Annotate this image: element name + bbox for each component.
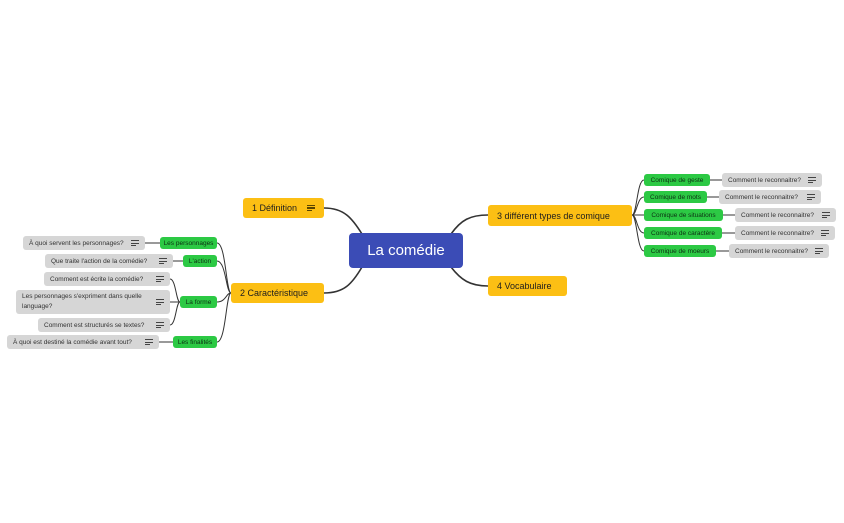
note-icon xyxy=(822,212,830,218)
note-text: Comment le reconnaitre? xyxy=(741,229,814,237)
connector xyxy=(216,260,232,294)
note-icon xyxy=(307,204,315,212)
subtopic-action[interactable]: L'action xyxy=(183,255,217,267)
note-icon xyxy=(145,339,153,345)
topic-types-comique[interactable]: 3 différent types de comique xyxy=(488,205,632,226)
topic-vocabulaire[interactable]: 4 Vocabulaire xyxy=(488,276,567,296)
subtopic-comique-situations[interactable]: Comique de situations xyxy=(644,209,723,221)
connector xyxy=(169,301,181,326)
note-text: Comment le reconnaitre? xyxy=(725,193,798,201)
note-geste[interactable]: Comment le reconnaitre? xyxy=(722,173,822,187)
note-forme-language[interactable]: Les personnages s'expriment dans quelle … xyxy=(16,290,170,314)
connector xyxy=(216,292,232,343)
note-text: Comment le reconnaitre? xyxy=(735,247,808,255)
note-situations[interactable]: Comment le reconnaitre? xyxy=(735,208,836,222)
topic-label: 2 Caractéristique xyxy=(240,288,309,298)
note-forme-structure[interactable]: Comment est structurés se textes? xyxy=(38,318,170,332)
note-text: Comment est structurés se textes? xyxy=(44,321,145,329)
note-text: Comment le reconnaitre? xyxy=(741,211,814,219)
connector xyxy=(216,242,232,294)
note-icon xyxy=(807,194,815,200)
note-text: À quoi est destiné la comédie avant tout… xyxy=(13,338,132,346)
note-caractere[interactable]: Comment le reconnaitre? xyxy=(735,226,835,240)
note-icon xyxy=(808,177,816,183)
connector xyxy=(169,278,181,303)
note-icon xyxy=(156,322,164,328)
note-icon xyxy=(131,240,139,246)
note-text: Les personnages s'expriment dans quelle … xyxy=(22,293,142,310)
subtopic-finalites[interactable]: Les finalités xyxy=(173,336,217,348)
note-icon xyxy=(815,248,823,254)
note-icon xyxy=(156,276,164,282)
note-icon xyxy=(156,299,164,305)
note-action[interactable]: Que traite l'action de la comédie? xyxy=(45,254,173,268)
subtopic-personnages[interactable]: Les personnages xyxy=(160,237,217,249)
note-text: Comment le reconnaitre? xyxy=(728,176,801,184)
topic-label: 3 différent types de comique xyxy=(497,210,610,221)
topic-label: 1 Définition xyxy=(252,203,298,213)
subtopic-comique-geste[interactable]: Comique de geste xyxy=(644,174,710,186)
note-icon xyxy=(159,258,167,264)
note-icon xyxy=(821,230,829,236)
note-personnages[interactable]: À quoi servent les personnages? xyxy=(23,236,145,250)
central-topic[interactable]: La comédie xyxy=(349,233,463,268)
subtopic-comique-moeurs[interactable]: Comique de moeurs xyxy=(644,245,716,257)
connector xyxy=(323,266,363,294)
topic-caracteristique[interactable]: 2 Caractéristique xyxy=(231,283,324,303)
connector xyxy=(323,207,363,235)
note-text: Comment est écrite la comédie? xyxy=(50,275,144,283)
connector xyxy=(631,214,645,252)
topic-definition[interactable]: 1 Définition xyxy=(243,198,324,218)
note-moeurs[interactable]: Comment le reconnaitre? xyxy=(729,244,829,258)
note-forme-ecrite[interactable]: Comment est écrite la comédie? xyxy=(44,272,170,286)
note-text: À quoi servent les personnages? xyxy=(29,239,124,247)
topic-label: 4 Vocabulaire xyxy=(497,281,552,291)
subtopic-forme[interactable]: La forme xyxy=(180,296,217,308)
subtopic-comique-mots[interactable]: Comique de mots xyxy=(644,191,707,203)
note-mots[interactable]: Comment le reconnaitre? xyxy=(719,190,821,204)
note-text: Que traite l'action de la comédie? xyxy=(51,257,148,265)
subtopic-comique-caractere[interactable]: Comique de caractère xyxy=(644,227,722,239)
connector xyxy=(450,214,489,235)
note-finalites[interactable]: À quoi est destiné la comédie avant tout… xyxy=(7,335,159,349)
connector xyxy=(631,196,645,216)
connector xyxy=(450,266,489,287)
